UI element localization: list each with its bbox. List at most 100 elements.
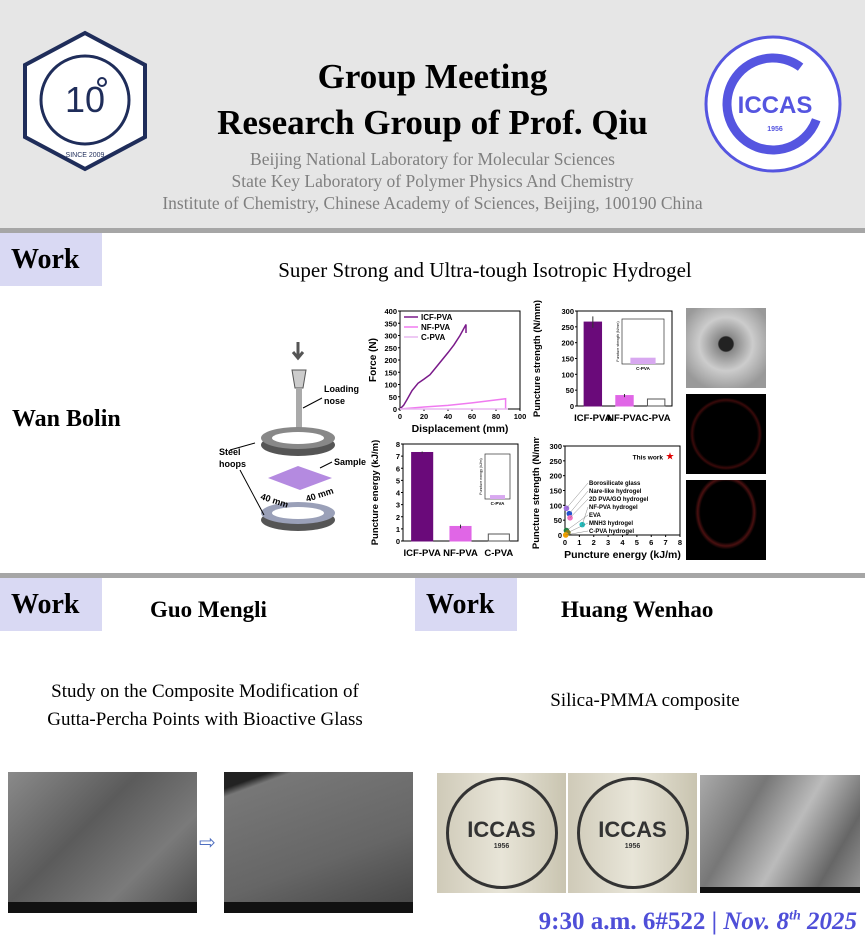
y-tick-label: 7 bbox=[396, 452, 400, 461]
research-group-logo: 10 SINCE 2009 bbox=[23, 30, 147, 172]
y-tick-label: 50 bbox=[554, 516, 562, 525]
x-tick-label: 0 bbox=[398, 412, 402, 421]
category-label: NF-PVA bbox=[607, 413, 642, 424]
y-axis-label: Puncture strength (N/mm) bbox=[532, 300, 543, 417]
y-tick-label: 150 bbox=[549, 487, 562, 496]
category-label: C-PVA bbox=[484, 548, 513, 559]
svg-text:40 mm: 40 mm bbox=[305, 486, 335, 504]
point-label: C-PVA hydrogel bbox=[589, 529, 634, 535]
inset-frame bbox=[484, 453, 511, 500]
y-axis-label: Force (N) bbox=[368, 338, 379, 382]
x-tick-label: 8 bbox=[678, 538, 682, 547]
y-tick-label: 100 bbox=[549, 501, 562, 510]
presenter-name: Huang Wenhao bbox=[561, 597, 714, 622]
bar-c-pva bbox=[487, 533, 510, 542]
section1-title: Super Strong and Ultra-tough Isotropic H… bbox=[278, 258, 692, 282]
meeting-time-date: 9:30 a.m. 6#522 | Nov. 8th 2025 bbox=[539, 908, 857, 936]
section2-topic: Study on the Composite Modification of G… bbox=[0, 678, 410, 734]
time-place: 9:30 a.m. 6#522 | bbox=[538, 908, 724, 935]
svg-text:10: 10 bbox=[65, 79, 105, 120]
x-tick-label: 40 bbox=[444, 412, 452, 421]
star-marker: ★ bbox=[665, 451, 674, 462]
sem-fracture-image bbox=[700, 775, 860, 893]
legend-label: ICF-PVA bbox=[421, 313, 453, 322]
point-label: MNH3 hydrogel bbox=[589, 521, 633, 527]
inset-y-label: Puncture energy (kJ/m) bbox=[479, 458, 483, 494]
svg-text:Sample: Sample bbox=[334, 457, 366, 467]
y-tick-label: 400 bbox=[384, 307, 397, 316]
y-axis-label: Puncture strength (N/mm) bbox=[531, 437, 542, 549]
y-tick-label: 300 bbox=[561, 307, 574, 316]
bar-icf-pva bbox=[411, 451, 434, 542]
label-leader-line bbox=[582, 506, 589, 525]
x-tick-label: 1 bbox=[577, 538, 581, 547]
hydrogel-photo bbox=[686, 308, 766, 388]
y-tick-label: 1 bbox=[396, 525, 400, 534]
y-tick-label: 6 bbox=[396, 464, 400, 473]
category-label: ICF-PVA bbox=[574, 413, 611, 424]
legend-label: NF-PVA bbox=[421, 323, 450, 332]
presenter-name: Wan Bolin bbox=[12, 406, 121, 432]
inset-y-label: Puncture strength (N/mm) bbox=[616, 321, 620, 361]
iccas-logo: ICCAS 1956 bbox=[704, 35, 842, 173]
category-label: NF-PVA bbox=[443, 548, 478, 559]
y-tick-label: 200 bbox=[549, 472, 562, 481]
svg-text:Steel: Steel bbox=[219, 447, 241, 457]
y-tick-label: 4 bbox=[396, 489, 401, 498]
y-tick-label: 0 bbox=[558, 531, 562, 540]
sem-image-before bbox=[8, 772, 197, 913]
polarized-image-1 bbox=[686, 394, 766, 474]
topic-line: Study on the Composite Modification of bbox=[51, 681, 359, 702]
y-tick-label: 250 bbox=[561, 323, 574, 332]
x-tick-label: 7 bbox=[664, 538, 668, 547]
x-axis-label: Displacement (mm) bbox=[412, 423, 509, 435]
plot-frame bbox=[399, 310, 521, 410]
point-label: 2D PVA/GO hydrogel bbox=[589, 497, 649, 503]
x-axis-label: Puncture energy (kJ/m) bbox=[564, 549, 681, 561]
svg-text:SINCE 2009: SINCE 2009 bbox=[66, 152, 105, 159]
inset-frame bbox=[621, 318, 665, 365]
divider bbox=[0, 228, 865, 233]
presenter-name: Guo Mengli bbox=[150, 597, 267, 622]
x-tick-label: 4 bbox=[620, 538, 625, 547]
y-tick-label: 8 bbox=[396, 440, 400, 449]
label-leader-line bbox=[566, 514, 589, 531]
x-tick-label: 100 bbox=[514, 412, 527, 421]
y-tick-label: 50 bbox=[389, 393, 397, 402]
y-tick-label: 100 bbox=[384, 381, 397, 390]
point-label: EVA bbox=[589, 513, 602, 519]
scatter-point bbox=[579, 521, 586, 528]
label-leader-line bbox=[567, 522, 589, 533]
y-tick-label: 250 bbox=[384, 344, 397, 353]
category-label: C-PVA bbox=[642, 413, 671, 424]
affiliation-3: Institute of Chemistry, Chinese Academy … bbox=[162, 193, 703, 213]
inset-category-label: C-PVA bbox=[491, 501, 505, 506]
legend-label: C-PVA bbox=[421, 333, 446, 342]
point-label: This work bbox=[633, 454, 664, 461]
label-leader-line bbox=[569, 490, 589, 514]
y-tick-label: 100 bbox=[561, 370, 574, 379]
y-axis-label: Puncture energy (kJ/m) bbox=[370, 440, 381, 546]
y-tick-label: 5 bbox=[396, 476, 400, 485]
x-tick-label: 20 bbox=[420, 412, 428, 421]
x-tick-label: 0 bbox=[563, 538, 567, 547]
label-leader-line bbox=[569, 498, 589, 518]
y-tick-label: 200 bbox=[384, 356, 397, 365]
y-tick-label: 350 bbox=[384, 319, 397, 328]
puncture-test-schematic: Loading nose Steel hoops Sample 40 mm 40… bbox=[219, 342, 366, 531]
y-tick-label: 200 bbox=[561, 339, 574, 348]
y-tick-label: 0 bbox=[396, 537, 400, 546]
inset-bar bbox=[490, 495, 505, 499]
series-line-icf-pva bbox=[399, 324, 467, 410]
inset-category-label: C-PVA bbox=[636, 366, 650, 371]
date: Nov. 8th 2025 bbox=[723, 908, 857, 935]
series-line-nf-pva bbox=[399, 397, 507, 410]
affiliation-2: State Key Laboratory of Polymer Physics … bbox=[231, 171, 634, 191]
point-label: Nare-like hydrogel bbox=[589, 489, 642, 495]
svg-text:hoops: hoops bbox=[219, 459, 246, 469]
x-tick-label: 3 bbox=[606, 538, 610, 547]
